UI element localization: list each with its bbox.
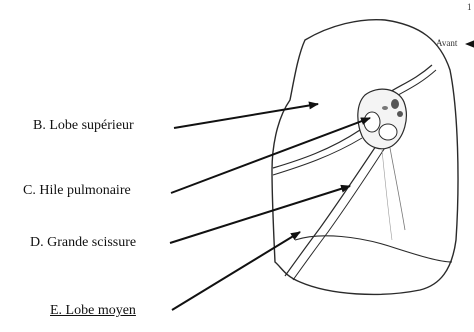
label-lobe-superieur: B. Lobe supérieur [33,119,134,133]
orientation-front: Avant [436,38,457,48]
orientation-top-number: 1 [467,2,472,12]
pulmonary-ligament [390,148,405,230]
arrow-lobe-moyen [172,232,300,310]
arrow-lobe-superieur [174,104,318,128]
label-hile-pulmonaire: C. Hile pulmonaire [23,184,131,198]
oblique-fissure [285,140,380,276]
pulmonary-ligament-2 [382,150,392,240]
horizontal-fissure-2 [273,138,362,175]
lung-outline [272,20,458,295]
label-lobe-moyen: E. Lobe moyen [50,304,136,318]
arrow-grande-scissure [170,186,350,243]
arrow-hile-pulmonaire [171,118,370,193]
label-grande-scissure: D. Grande scissure [30,236,136,250]
lower-lobe-curve [295,236,452,262]
